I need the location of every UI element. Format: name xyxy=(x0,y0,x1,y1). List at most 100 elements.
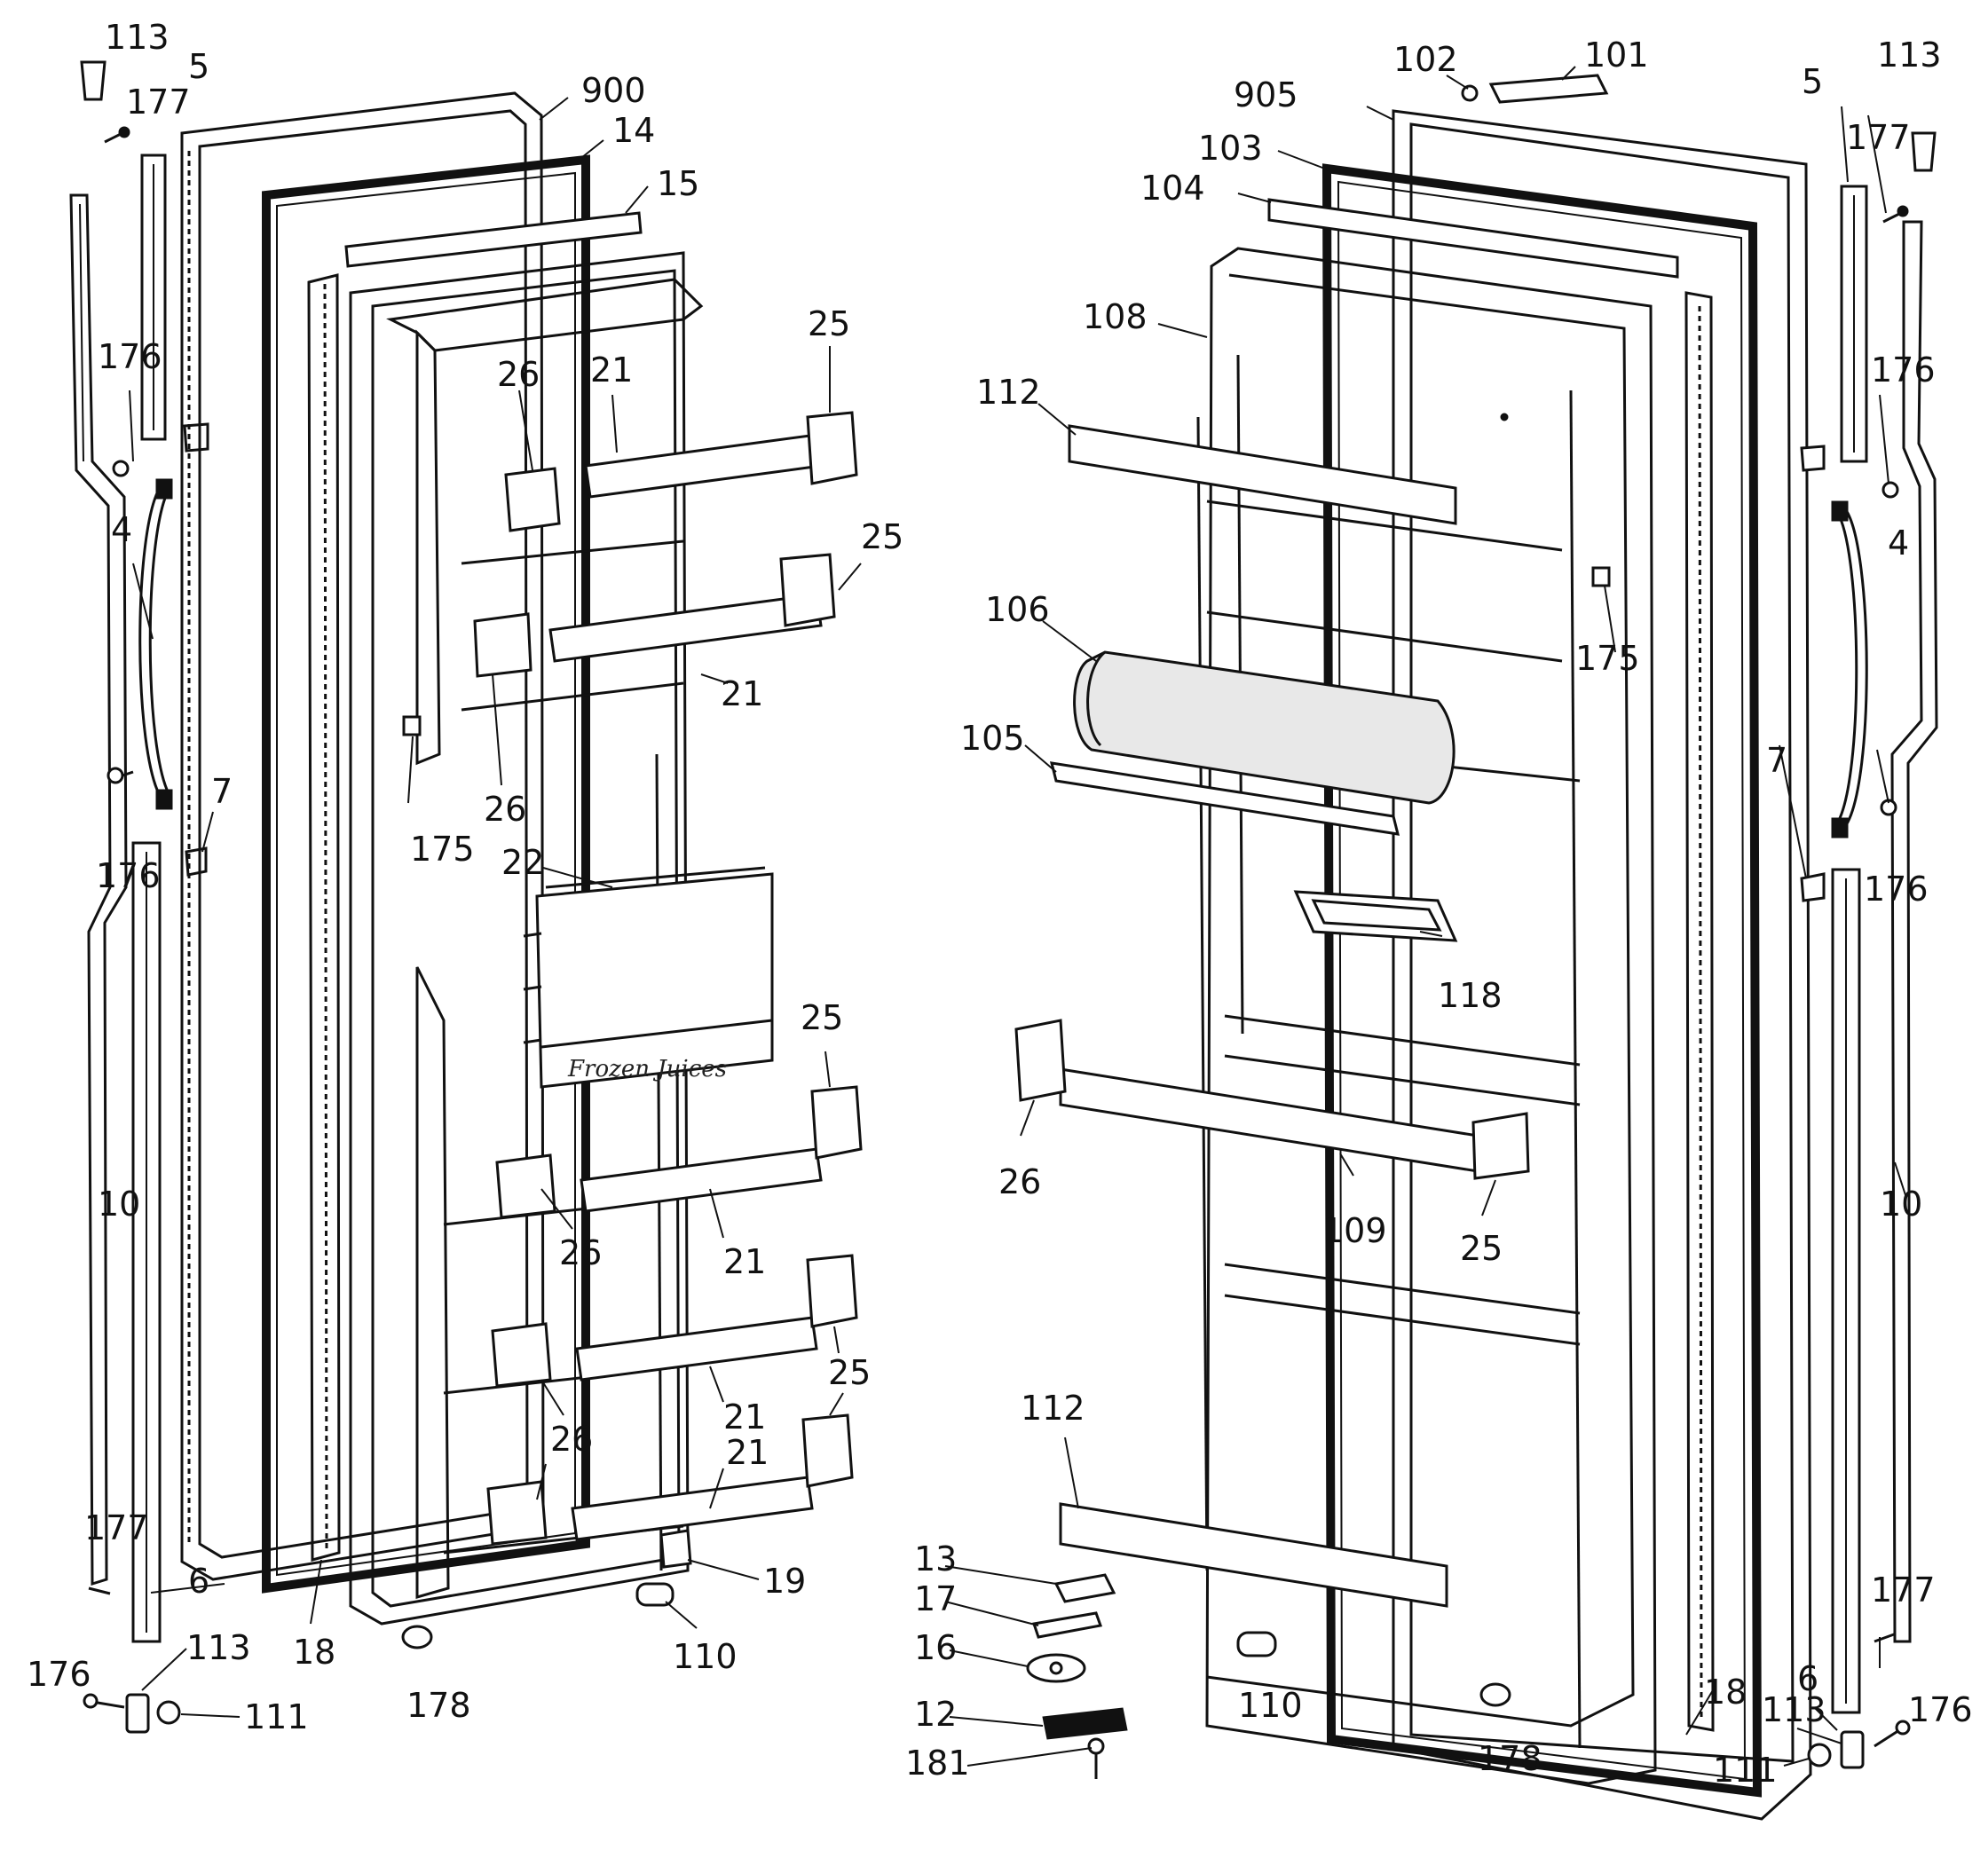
callout-21-left-d: 21 xyxy=(723,1397,766,1437)
shim-13 xyxy=(1053,1573,1116,1603)
shelf-bar-21-a xyxy=(504,411,858,532)
hinge-19-left xyxy=(659,1529,692,1569)
tray-118 xyxy=(1293,890,1458,942)
callout-103: 103 xyxy=(1198,129,1263,168)
bushing-111-right xyxy=(1807,1743,1832,1767)
bottom-trim-6-left xyxy=(131,841,162,1643)
screw-176-left-b xyxy=(106,767,134,784)
callout-26-right: 26 xyxy=(998,1162,1041,1201)
callout-108: 108 xyxy=(1083,297,1148,336)
top-trim-5-right xyxy=(1840,185,1868,463)
callout-26-left-b: 26 xyxy=(484,790,526,829)
callout-21-left-b: 21 xyxy=(721,674,763,713)
callout-25-right: 25 xyxy=(1460,1229,1503,1268)
callout-labels: 113 177 5 900 14 15 176 4 26 21 25 25 21… xyxy=(27,18,1973,1790)
callout-26-left-c: 26 xyxy=(559,1233,602,1272)
callout-176-right-a: 176 xyxy=(1871,350,1936,390)
callout-4-right: 4 xyxy=(1888,524,1909,563)
callout-177-bottom-left: 177 xyxy=(84,1508,149,1547)
hinge-cap-113-top-left xyxy=(80,60,106,101)
callout-21-left-e: 21 xyxy=(726,1433,769,1472)
juice-shelf-22: Frozen Juices xyxy=(523,866,774,1089)
hinge-pin-113-bottom-left xyxy=(125,1693,150,1734)
callout-7-right: 7 xyxy=(1766,741,1787,780)
handle-trim-strip-10-right xyxy=(1890,220,1938,1643)
fresh-food-outer-door-905 xyxy=(1392,109,1812,1821)
callout-4-left: 4 xyxy=(111,510,132,549)
foot-178-right xyxy=(1479,1682,1511,1707)
callout-112-top: 112 xyxy=(976,373,1041,412)
callout-5-left: 5 xyxy=(188,47,209,86)
callout-14: 14 xyxy=(612,111,655,150)
shelf-bar-21-b xyxy=(473,553,836,678)
shelf-bar-112-bottom xyxy=(1059,1502,1448,1608)
callout-105: 105 xyxy=(960,719,1025,758)
callout-113-top-right: 113 xyxy=(1877,35,1942,75)
hinge-101-right xyxy=(1488,74,1609,104)
retainer-strip-18-right xyxy=(1684,291,1715,1732)
callout-21-left-a: 21 xyxy=(590,350,633,390)
callout-10-left: 10 xyxy=(98,1185,140,1224)
clip-upper-right xyxy=(1800,445,1826,472)
shelf-bar-109 xyxy=(1014,1019,1530,1180)
callout-900: 900 xyxy=(581,71,646,110)
callout-110-left: 110 xyxy=(673,1637,738,1676)
shelf-bar-21-c xyxy=(495,1085,863,1219)
fresh-food-door-assembly xyxy=(1014,74,1938,1821)
shelf-bar-112-top xyxy=(1068,424,1457,525)
callout-113-top-left: 113 xyxy=(105,18,170,57)
cap-110-right xyxy=(1236,1631,1277,1657)
callout-17: 17 xyxy=(914,1579,957,1618)
leader-lines xyxy=(129,66,1907,1767)
callout-178-left: 178 xyxy=(406,1686,471,1725)
bracket-175-right xyxy=(1591,566,1611,587)
callout-175-right: 175 xyxy=(1575,639,1640,678)
clip-7-right xyxy=(1800,872,1826,902)
shelf-bar-21-d xyxy=(491,1254,858,1388)
screw-177-bottom-left xyxy=(88,1586,111,1595)
callout-177-top-left: 177 xyxy=(126,83,191,122)
callout-176-left-b: 176 xyxy=(96,856,161,895)
spacer-17 xyxy=(1032,1611,1103,1639)
callout-26-left-d: 26 xyxy=(550,1420,593,1459)
callout-7-left: 7 xyxy=(211,772,233,811)
callout-175-left: 175 xyxy=(410,830,475,869)
callout-101: 101 xyxy=(1584,35,1649,75)
callout-176-left-a: 176 xyxy=(98,337,162,376)
callout-109: 109 xyxy=(1322,1211,1387,1250)
hinge-cap-113-top-right xyxy=(1911,131,1937,172)
callout-25-left-c: 25 xyxy=(801,998,843,1037)
callout-104: 104 xyxy=(1140,169,1205,208)
bracket-175-left xyxy=(402,715,422,736)
callout-118: 118 xyxy=(1438,976,1503,1015)
callout-22: 22 xyxy=(501,843,544,882)
juice-shelf-label: Frozen Juices xyxy=(567,1056,727,1082)
callout-6-left: 6 xyxy=(188,1562,209,1601)
callout-176-bottom-left: 176 xyxy=(27,1655,91,1694)
bottom-trim-6-right xyxy=(1831,868,1861,1714)
screw-177-bottom-right xyxy=(1874,1633,1895,1643)
screw-176-left-a xyxy=(112,460,130,477)
callout-18-right: 18 xyxy=(1704,1673,1747,1712)
shelf-bar-21-e xyxy=(486,1413,854,1546)
handle-trim-strip-10-left xyxy=(69,193,128,1586)
callout-26-left-a: 26 xyxy=(497,355,540,394)
callout-18-left: 18 xyxy=(293,1633,335,1672)
bushing-16 xyxy=(1026,1653,1086,1683)
callout-106: 106 xyxy=(985,590,1050,629)
door-handle-4-right xyxy=(1831,500,1868,838)
callout-178-right: 178 xyxy=(1478,1739,1542,1778)
cap-110-left xyxy=(635,1582,674,1607)
callout-16: 16 xyxy=(914,1628,957,1667)
hinge-bracket-12 xyxy=(1042,1707,1128,1740)
retainer-strip-18-left xyxy=(307,273,341,1562)
freezer-door-assembly: Frozen Juices xyxy=(69,60,863,1734)
foot-178-left xyxy=(401,1625,433,1649)
callout-102: 102 xyxy=(1393,40,1458,79)
callout-25-left-d: 25 xyxy=(828,1353,871,1392)
callout-110-right: 110 xyxy=(1238,1686,1303,1725)
callout-176-bottom-right: 176 xyxy=(1908,1690,1973,1729)
dairy-bin-106 xyxy=(1073,650,1456,805)
callout-13: 13 xyxy=(914,1539,957,1578)
